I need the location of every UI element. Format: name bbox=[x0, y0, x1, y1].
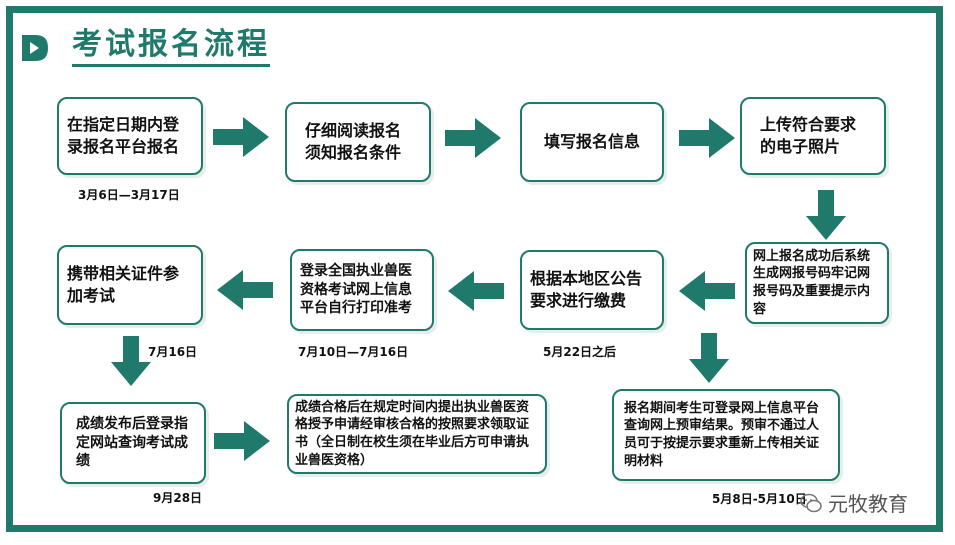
step-date: 3月6日—3月17日 bbox=[78, 188, 180, 202]
arrow-left-icon bbox=[217, 270, 273, 310]
arrow-right-icon bbox=[445, 118, 501, 158]
step-date: 7月10日—7月16日 bbox=[298, 345, 409, 359]
arrow-down-icon bbox=[806, 190, 846, 240]
step-date: 9月28日 bbox=[153, 491, 203, 505]
step-box-fill-info: 填写报名信息 bbox=[520, 102, 664, 182]
step-box-attend-exam: 携带相关证件参加考试 bbox=[57, 245, 203, 325]
step-text: 仔细阅读报名须知报名条件 bbox=[305, 121, 402, 162]
step-box-certificate: 成绩合格后在规定时间内提出执业兽医资格授予申请经审核合格的按照要求领取证书（全日… bbox=[287, 394, 547, 474]
step-date: 7月16日 bbox=[148, 345, 198, 359]
step-box-upload-photo: 上传符合要求的电子照片 bbox=[740, 97, 886, 175]
page-title: 考试报名流程 bbox=[72, 28, 270, 67]
arrow-right-icon bbox=[213, 117, 269, 157]
arrow-down-icon bbox=[689, 333, 729, 383]
step-date: 5月8日-5月10日 bbox=[712, 492, 807, 506]
step-date: 5月22日之后 bbox=[543, 345, 617, 359]
step-text: 填写报名信息 bbox=[543, 132, 640, 152]
step-text: 成绩发布后登录指定网站查询考试成绩 bbox=[76, 415, 188, 470]
step-box-check-score: 成绩发布后登录指定网站查询考试成绩 bbox=[60, 402, 206, 484]
step-box-payment: 根据本地区公告要求进行缴费 bbox=[520, 250, 664, 330]
watermark: 元牧教育 bbox=[800, 488, 908, 517]
arrow-left-icon bbox=[448, 271, 504, 311]
play-icon bbox=[20, 33, 50, 63]
step-text: 根据本地区公告要求进行缴费 bbox=[530, 269, 643, 310]
step-box-preaudit-result: 报名期间考生可登录网上信息平台查询网上预审结果。预审不通过人员可于按提示要求重新… bbox=[612, 389, 840, 481]
step-text: 在指定日期内登录报名平台报名 bbox=[67, 115, 180, 156]
watermark-text: 元牧教育 bbox=[828, 492, 908, 516]
wechat-icon bbox=[800, 493, 822, 512]
title-block: 考试报名流程 bbox=[20, 28, 270, 67]
step-box-login-register: 在指定日期内登录报名平台报名 bbox=[57, 97, 203, 175]
arrow-left-icon bbox=[679, 271, 735, 311]
arrow-right-icon bbox=[214, 421, 270, 461]
step-text: 登录全国执业兽医资格考试网上信息平台自行打印准考 bbox=[300, 262, 412, 317]
step-text: 上传符合要求的电子照片 bbox=[760, 115, 857, 156]
arrow-right-icon bbox=[679, 118, 735, 158]
step-text: 成绩合格后在规定时间内提出执业兽医资格授予申请经审核合格的按照要求领取证书（全日… bbox=[295, 399, 530, 468]
step-box-registration-success: 网上报名成功后系统生成网报号码牢记网报号码及重要提示内容 bbox=[745, 242, 889, 324]
arrow-down-icon bbox=[111, 336, 151, 386]
step-box-print-admission: 登录全国执业兽医资格考试网上信息平台自行打印准考 bbox=[290, 249, 434, 331]
step-text: 携带相关证件参加考试 bbox=[67, 264, 180, 305]
step-box-read-notice: 仔细阅读报名须知报名条件 bbox=[285, 102, 431, 182]
step-text: 报名期间考生可登录网上信息平台查询网上预审结果。预审不通过人员可于按提示要求重新… bbox=[624, 400, 820, 469]
step-text: 网上报名成功后系统生成网报号码牢记网报号码及重要提示内容 bbox=[753, 248, 871, 317]
